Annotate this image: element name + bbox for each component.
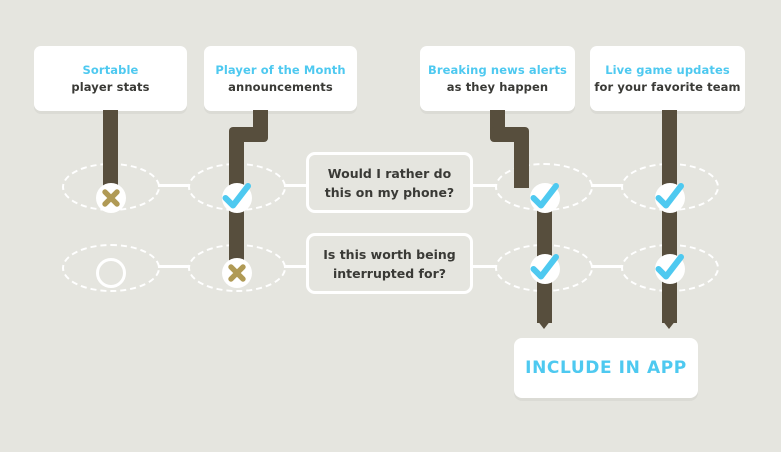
check-icon	[222, 183, 251, 209]
connector-bar-col2-mid	[229, 200, 244, 270]
question-line-2: interrupted for?	[332, 265, 446, 281]
decision-node-row1-col3[interactable]	[530, 183, 560, 213]
feature-card-title: Sortable	[82, 62, 139, 77]
feature-card-subtitle: as they happen	[446, 79, 549, 94]
check-icon	[655, 254, 684, 280]
feature-card-subtitle: announcements	[228, 79, 333, 94]
question-line-2: this on my phone?	[324, 184, 455, 200]
track-link-row2-d	[591, 265, 623, 268]
track-link-row2-b	[284, 265, 310, 268]
feature-card-sortable-player-stats[interactable]: Sortable player stats	[34, 46, 187, 111]
question-text: Is this worth being interrupted for?	[323, 245, 455, 283]
decision-node-row1-col4[interactable]	[655, 183, 685, 213]
track-link-row1-c	[468, 184, 497, 187]
question-box-phone[interactable]: Would I rather do this on my phone?	[306, 152, 473, 213]
question-line-1: Is this worth being	[323, 246, 456, 262]
feature-card-title: Player of the Month	[215, 62, 346, 77]
connector-bar-col3-lower	[514, 134, 529, 188]
decision-node-row2-col3[interactable]	[530, 254, 560, 284]
check-icon	[655, 183, 684, 209]
check-icon	[530, 183, 559, 209]
question-box-interrupted[interactable]: Is this worth being interrupted for?	[306, 233, 473, 294]
feature-card-title: Breaking news alerts	[428, 62, 567, 77]
track-link-row1-b	[284, 184, 310, 187]
track-link-row2-a	[158, 265, 190, 268]
connector-bar-col3-mid	[537, 200, 552, 270]
track-link-row2-c	[468, 265, 497, 268]
question-line-1: Would I rather do	[327, 165, 452, 181]
feature-card-live-game-updates[interactable]: Live game updates for your favorite team	[590, 46, 745, 111]
connector-bar-col4-mid	[662, 200, 677, 270]
result-label: INCLUDE IN APP	[525, 358, 687, 378]
connector-bar-col4-tail	[662, 281, 677, 323]
cross-icon	[228, 264, 246, 282]
feature-card-breaking-news-alerts[interactable]: Breaking news alerts as they happen	[420, 46, 575, 111]
arrow-tip-col4	[662, 320, 676, 329]
decision-node-row2-col1[interactable]	[96, 258, 126, 288]
feature-card-title: Live game updates	[605, 62, 730, 77]
feature-card-player-of-the-month[interactable]: Player of the Month announcements	[204, 46, 357, 111]
feature-card-subtitle: player stats	[71, 79, 150, 94]
arrow-tip-col3	[537, 320, 551, 329]
decision-node-row2-col2[interactable]	[222, 258, 252, 288]
decision-node-row1-col1[interactable]	[96, 183, 126, 213]
question-text: Would I rather do this on my phone?	[325, 164, 454, 202]
track-link-row1-a	[158, 184, 190, 187]
decision-node-row2-col4[interactable]	[655, 254, 685, 284]
connector-bar-col3-tail	[537, 281, 552, 323]
track-link-row1-d	[591, 184, 623, 187]
decision-node-row1-col2[interactable]	[222, 183, 252, 213]
track-ellipse-row2-col1	[62, 244, 160, 292]
feature-card-subtitle: for your favorite team	[594, 79, 741, 94]
connector-bar-col1	[103, 110, 118, 188]
cross-icon	[102, 189, 120, 207]
check-icon	[530, 254, 559, 280]
result-box-include-in-app[interactable]: INCLUDE IN APP	[514, 338, 698, 398]
connector-bar-col4-upper	[662, 110, 677, 188]
connector-bar-col2-lower	[229, 134, 244, 188]
